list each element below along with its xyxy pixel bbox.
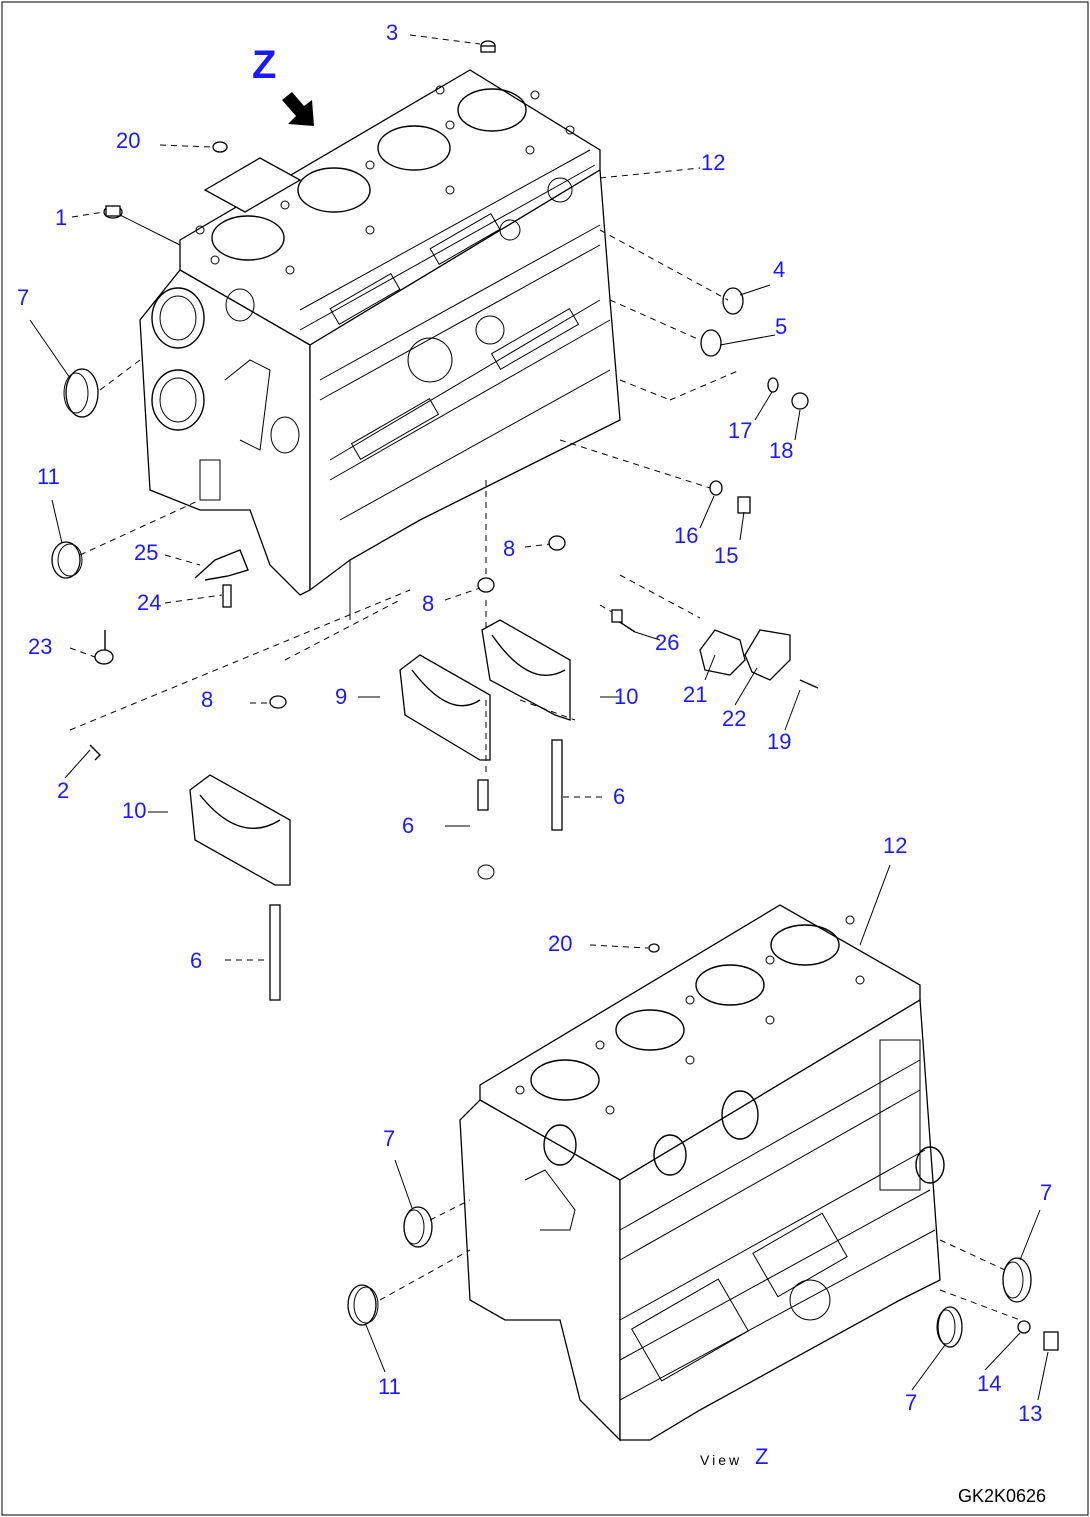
callout-11: 11 [378, 1374, 401, 1399]
callout-12: 12 [701, 150, 726, 175]
callout-21: 21 [683, 682, 708, 707]
callout-2: 2 [57, 778, 70, 803]
upper-small-parts [51, 40, 819, 1001]
callout-22: 22 [722, 706, 747, 731]
callout-13: 13 [1018, 1401, 1043, 1426]
callout-7: 7 [905, 1390, 918, 1415]
callout-8: 8 [201, 687, 214, 712]
callout-1: 1 [55, 205, 68, 230]
callout-5: 5 [775, 314, 788, 339]
callout-6: 6 [402, 813, 415, 838]
callout-16: 16 [674, 523, 699, 548]
callout-12: 12 [883, 833, 908, 858]
callout-14: 14 [977, 1371, 1002, 1396]
view-direction-arrow [282, 92, 314, 126]
callout-10: 10 [122, 798, 147, 823]
cylinder-block-main-view [139, 69, 621, 596]
drawing-code: GK2K0626 [958, 1486, 1047, 1506]
leader-lines [29, 34, 1049, 1401]
callout-23: 23 [28, 634, 53, 659]
callout-7: 7 [383, 1126, 396, 1151]
callout-10: 10 [614, 684, 639, 709]
lower-small-parts [347, 943, 1059, 1351]
callout-17: 17 [728, 418, 753, 443]
callout-7: 7 [17, 285, 30, 310]
callout-9: 9 [335, 684, 348, 709]
cylinder-block-view-z [459, 904, 945, 1442]
callout-3: 3 [386, 20, 399, 45]
callout-11: 11 [37, 464, 60, 489]
view-marker-label: Z [252, 43, 277, 87]
callout-26: 26 [655, 630, 680, 655]
callout-20: 20 [548, 931, 573, 956]
callout-15: 15 [714, 543, 739, 568]
callout-20: 20 [116, 128, 141, 153]
view-caption-letter: Z [755, 1444, 769, 1469]
callout-7: 7 [1040, 1180, 1053, 1205]
callout-24: 24 [137, 590, 162, 615]
view-caption-word: View [700, 1452, 743, 1468]
callout-4: 4 [773, 257, 786, 282]
callout-8: 8 [422, 591, 435, 616]
callout-19: 19 [767, 729, 792, 754]
callout-6: 6 [190, 948, 203, 973]
callout-8: 8 [503, 536, 516, 561]
callout-25: 25 [134, 540, 159, 565]
callout-6: 6 [613, 784, 626, 809]
callout-18: 18 [769, 438, 794, 463]
